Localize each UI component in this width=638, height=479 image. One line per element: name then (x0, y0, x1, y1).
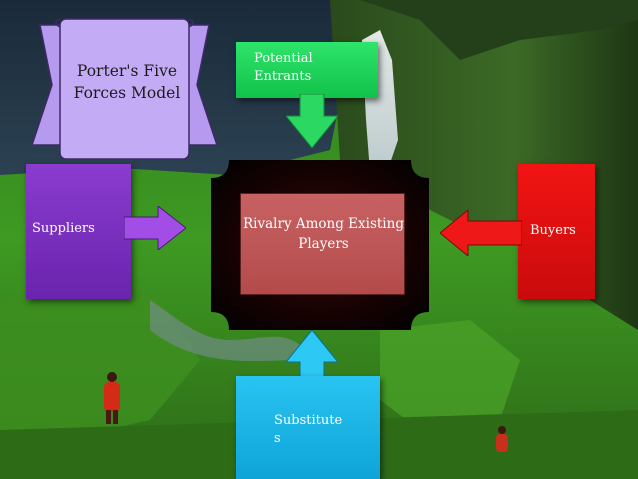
scroll-banner-icon (30, 18, 219, 160)
person-figure-2 (496, 426, 508, 452)
buyers-label: Buyers (530, 223, 576, 238)
person-figure (104, 372, 120, 424)
right-arrow-icon (124, 206, 186, 250)
substitutes-label: Substitutes (274, 413, 343, 446)
suppliers-box: Suppliers (26, 164, 131, 299)
up-arrow-icon (286, 330, 338, 384)
potential-entrants-label: Potential Entrants (254, 51, 313, 84)
buyers-box: Buyers (518, 164, 595, 299)
down-arrow-icon (286, 94, 338, 148)
rivalry-label: Rivalry Among Existing Players (243, 216, 404, 252)
substitutes-box: Substitutes (236, 376, 380, 479)
rivalry-box: Rivalry Among Existing Players (240, 193, 405, 295)
diagram-title: Porter's Five Forces Model (73, 62, 181, 102)
suppliers-label: Suppliers (32, 221, 95, 236)
left-arrow-icon (440, 210, 522, 256)
potential-entrants-box: Potential Entrants (236, 42, 378, 98)
